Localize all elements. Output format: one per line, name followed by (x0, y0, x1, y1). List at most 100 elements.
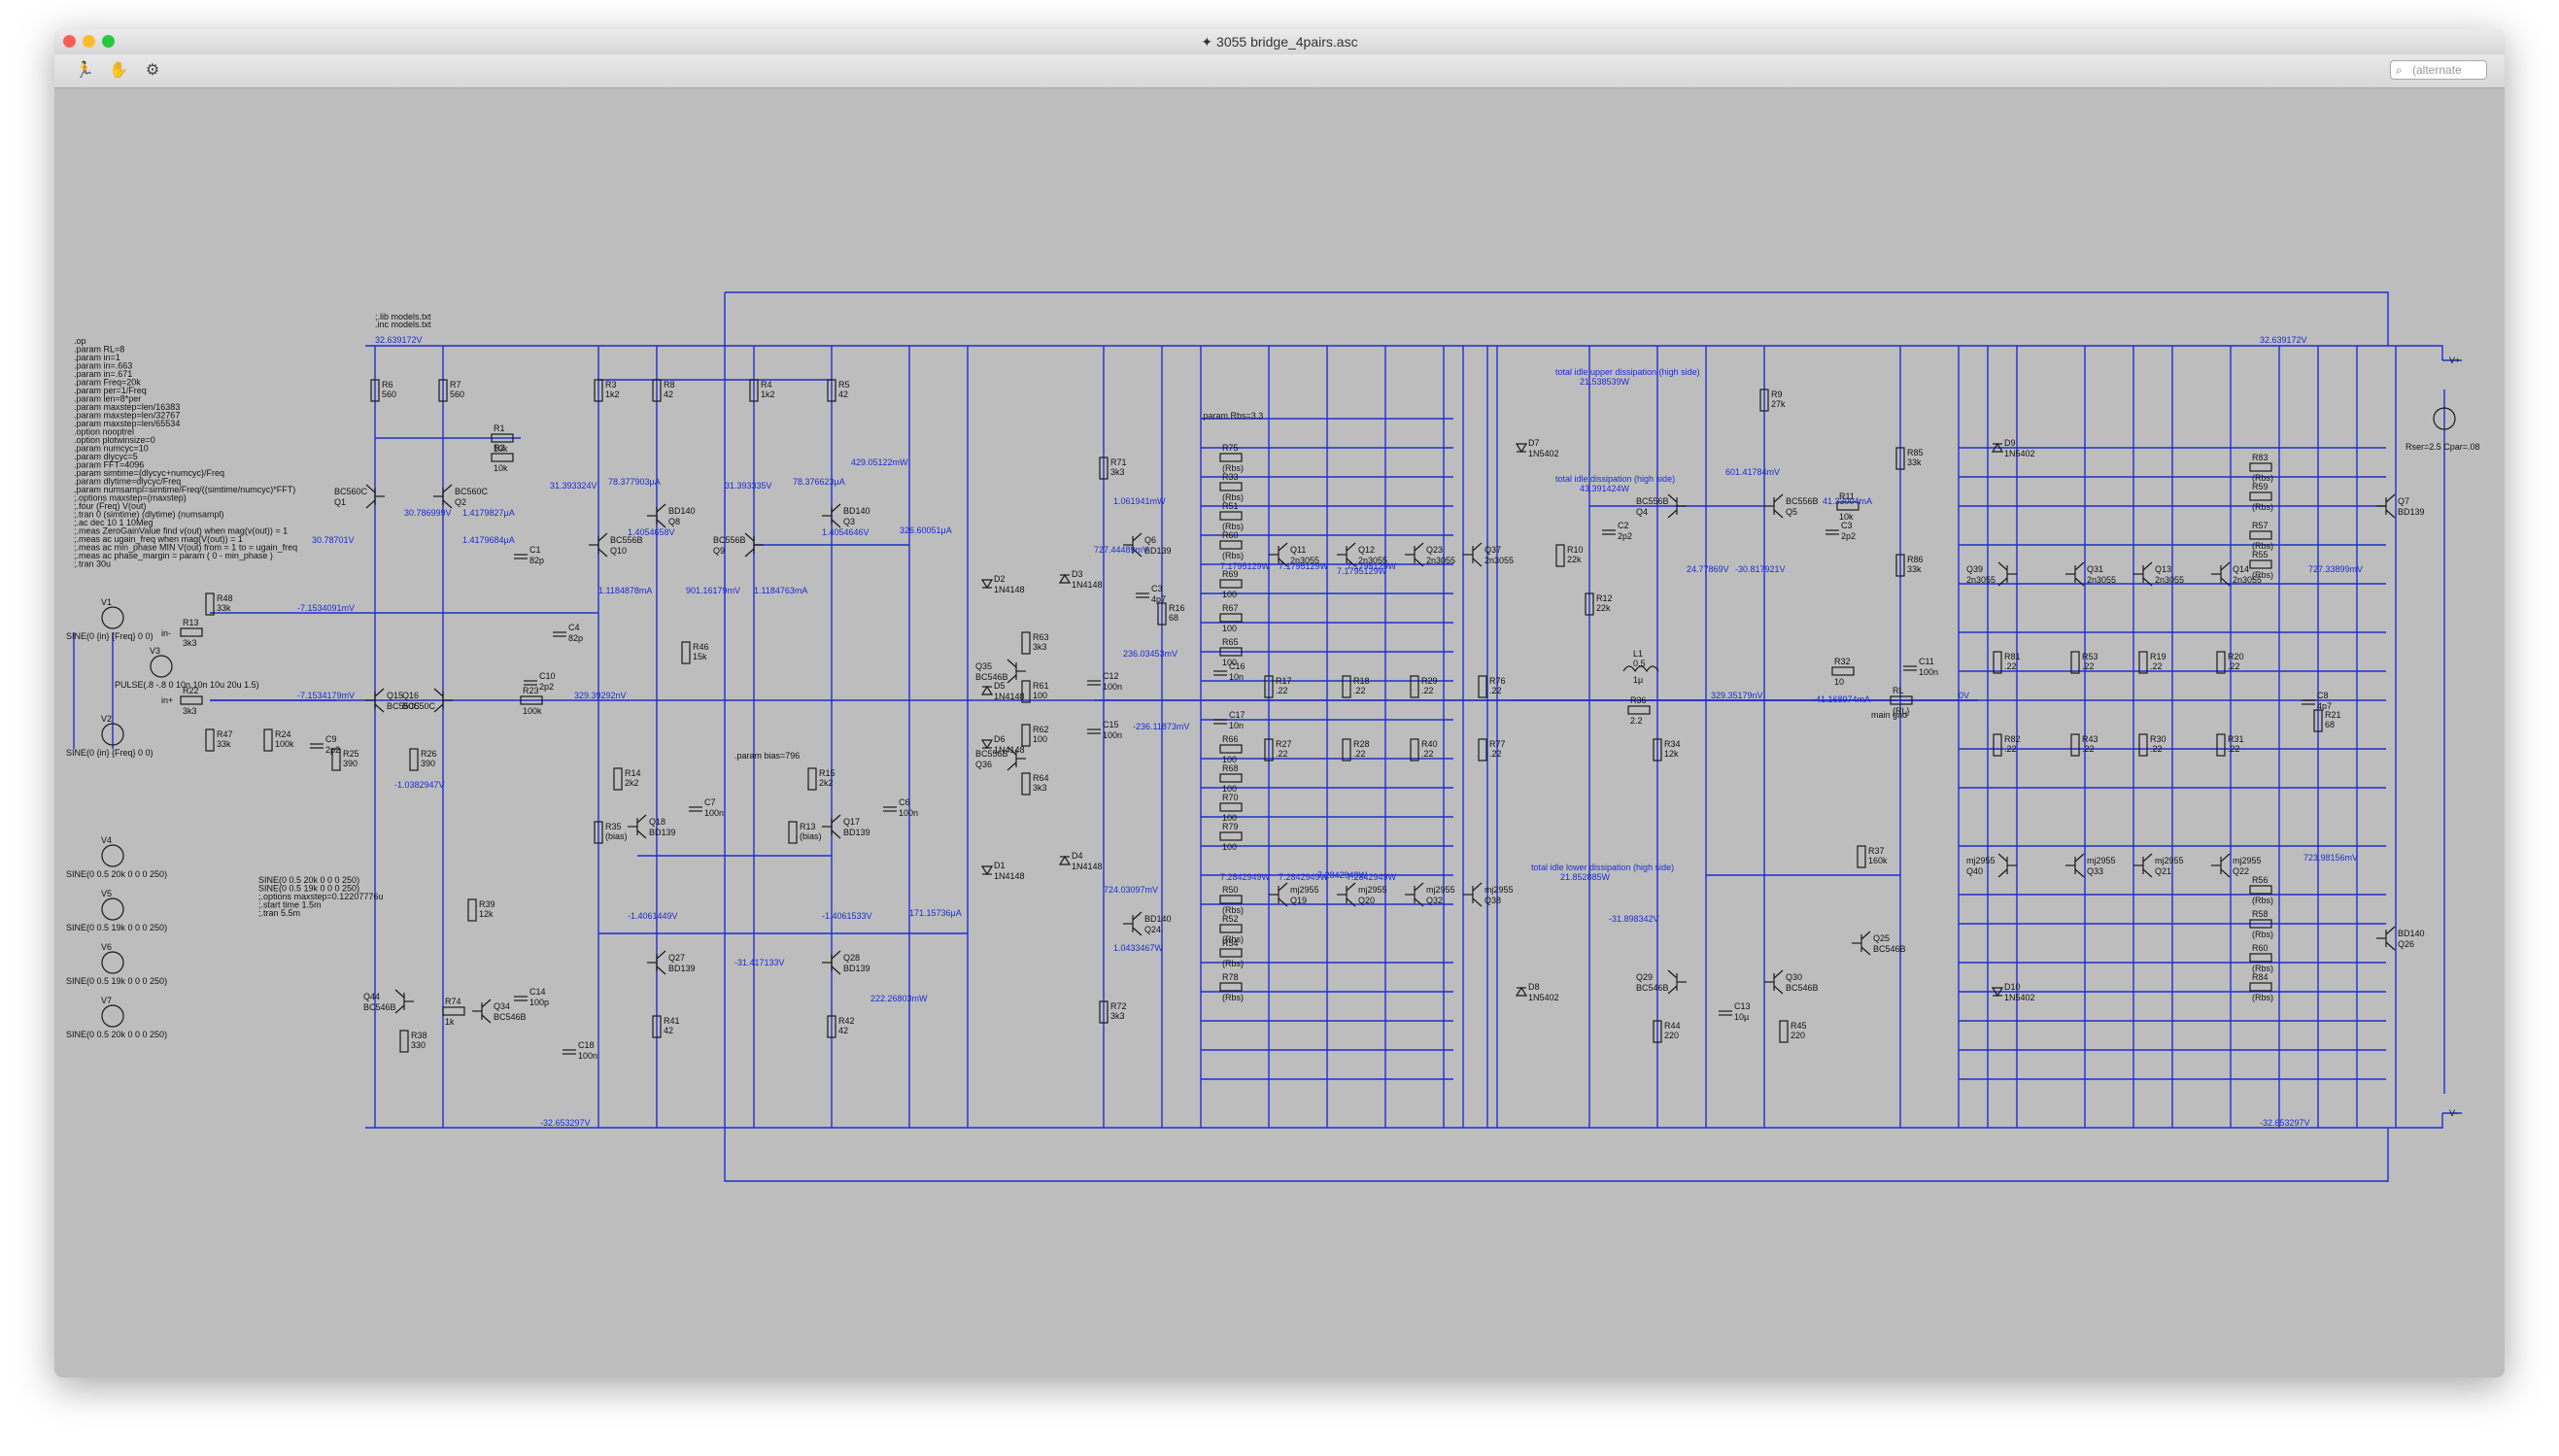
schematic-svg[interactable]: R6560R7560R31k2R842R41k2R542R110kR210kR4… (54, 88, 2505, 1377)
resistor-R52[interactable] (1219, 924, 1243, 933)
source-V4[interactable] (101, 844, 124, 867)
resistor-R70[interactable] (1219, 802, 1243, 812)
search-input[interactable]: ⌕(alternate (2390, 60, 2487, 80)
source-V5[interactable] (101, 897, 124, 921)
resistor-R43[interactable] (2070, 733, 2080, 757)
resistor-R28[interactable] (1342, 738, 1351, 762)
close-button[interactable] (63, 35, 76, 48)
resistor-R29[interactable] (1410, 675, 1419, 698)
resistor-R82[interactable] (1993, 733, 2002, 757)
resistor-RL[interactable] (1890, 695, 1913, 705)
diode-D1[interactable] (980, 865, 994, 876)
resistor-R72[interactable] (1099, 1000, 1109, 1024)
resistor-R69[interactable] (1219, 579, 1243, 589)
resistor-R26[interactable] (409, 748, 419, 771)
resistor-R44[interactable] (1653, 1020, 1662, 1043)
source-V2[interactable] (101, 723, 124, 746)
resistor-R59[interactable] (2249, 491, 2272, 501)
resistor-R32[interactable] (1831, 666, 1855, 676)
resistor-R1[interactable] (491, 433, 514, 443)
resistor-R53[interactable] (2070, 651, 2080, 674)
resistor-R66[interactable] (1219, 744, 1243, 754)
resistor-R81[interactable] (1993, 651, 2002, 674)
vsupply-source[interactable] (2433, 407, 2456, 430)
resistor-R47[interactable] (205, 728, 215, 752)
resistor-R45[interactable] (1779, 1020, 1789, 1043)
diode-D6[interactable] (980, 739, 994, 750)
resistor-R60b[interactable] (2249, 953, 2272, 963)
diode-D4[interactable] (1058, 855, 1072, 865)
resistor-R31[interactable] (2216, 733, 2226, 757)
resistor-R39[interactable] (467, 898, 477, 922)
resistor-R2[interactable] (491, 453, 514, 462)
resistor-R13b[interactable] (788, 821, 798, 844)
resistor-R19[interactable] (2138, 651, 2148, 674)
resistor-R56[interactable] (2249, 885, 2272, 895)
resistor-R50[interactable] (1219, 895, 1243, 904)
resistor-R17[interactable] (1264, 675, 1274, 698)
resistor-R65[interactable] (1219, 647, 1243, 657)
source-V3[interactable] (150, 655, 173, 678)
resistor-R57[interactable] (2249, 530, 2272, 540)
resistor-R36[interactable] (1627, 705, 1651, 715)
minimize-button[interactable] (83, 35, 95, 48)
resistor-R85[interactable] (1895, 447, 1905, 470)
resistor-R78[interactable] (1219, 982, 1243, 992)
diode-D9[interactable] (1991, 442, 2004, 453)
resistor-R62[interactable] (1021, 724, 1031, 747)
resistor-R48[interactable] (205, 593, 215, 616)
diode-D5[interactable] (980, 685, 994, 695)
run-icon[interactable]: 🏃 (75, 62, 94, 79)
resistor-R68[interactable] (1219, 773, 1243, 783)
resistor-R23[interactable] (520, 695, 543, 705)
resistor-R5[interactable] (827, 379, 836, 402)
diode-D2[interactable] (980, 579, 994, 590)
resistor-R22[interactable] (180, 695, 203, 705)
resistor-R60[interactable] (1219, 540, 1243, 550)
source-V6[interactable] (101, 951, 124, 974)
resistor-R33[interactable] (1219, 482, 1243, 491)
resistor-R61[interactable] (1021, 680, 1031, 703)
resistor-R6[interactable] (370, 379, 380, 402)
resistor-R38[interactable] (399, 1030, 409, 1053)
resistor-R21[interactable] (2313, 709, 2323, 732)
zoom-button[interactable] (102, 35, 115, 48)
resistor-R18[interactable] (1342, 675, 1351, 698)
resistor-R7[interactable] (438, 379, 448, 402)
resistor-R46[interactable] (681, 641, 691, 664)
resistor-R58[interactable] (2249, 919, 2272, 929)
resistor-R84[interactable] (2249, 982, 2272, 992)
resistor-R35[interactable] (594, 821, 603, 844)
hand-icon[interactable]: ✋ (109, 62, 128, 79)
resistor-R64[interactable] (1021, 772, 1031, 796)
resistor-R74[interactable] (442, 1006, 465, 1016)
resistor-R13[interactable] (180, 627, 203, 637)
resistor-R15[interactable] (807, 767, 817, 791)
resistor-R83[interactable] (2249, 462, 2272, 472)
source-V1[interactable] (101, 606, 124, 629)
resistor-R10[interactable] (1555, 544, 1565, 567)
diode-D8[interactable] (1515, 986, 1528, 997)
resistor-R25[interactable] (331, 748, 341, 771)
resistor-R16[interactable] (1157, 602, 1167, 626)
resistor-R79[interactable] (1219, 831, 1243, 841)
settings-icon[interactable]: ⚙ (145, 62, 160, 79)
resistor-R75[interactable] (1219, 453, 1243, 462)
resistor-R77[interactable] (1478, 738, 1487, 762)
resistor-R3[interactable] (594, 379, 603, 402)
resistor-R14[interactable] (613, 767, 623, 791)
resistor-R54[interactable] (1219, 948, 1243, 958)
inductor-L1[interactable] (1622, 665, 1659, 673)
resistor-R86[interactable] (1895, 554, 1905, 577)
diode-D10[interactable] (1991, 987, 2004, 998)
resistor-R71[interactable] (1099, 457, 1109, 480)
resistor-R41[interactable] (652, 1015, 662, 1038)
resistor-R8[interactable] (652, 379, 662, 402)
source-V7[interactable] (101, 1004, 124, 1028)
resistor-R11[interactable] (1836, 501, 1860, 511)
resistor-R9[interactable] (1759, 389, 1769, 412)
resistor-R76[interactable] (1478, 675, 1487, 698)
resistor-R63[interactable] (1021, 631, 1031, 655)
diode-D7[interactable] (1515, 443, 1528, 454)
